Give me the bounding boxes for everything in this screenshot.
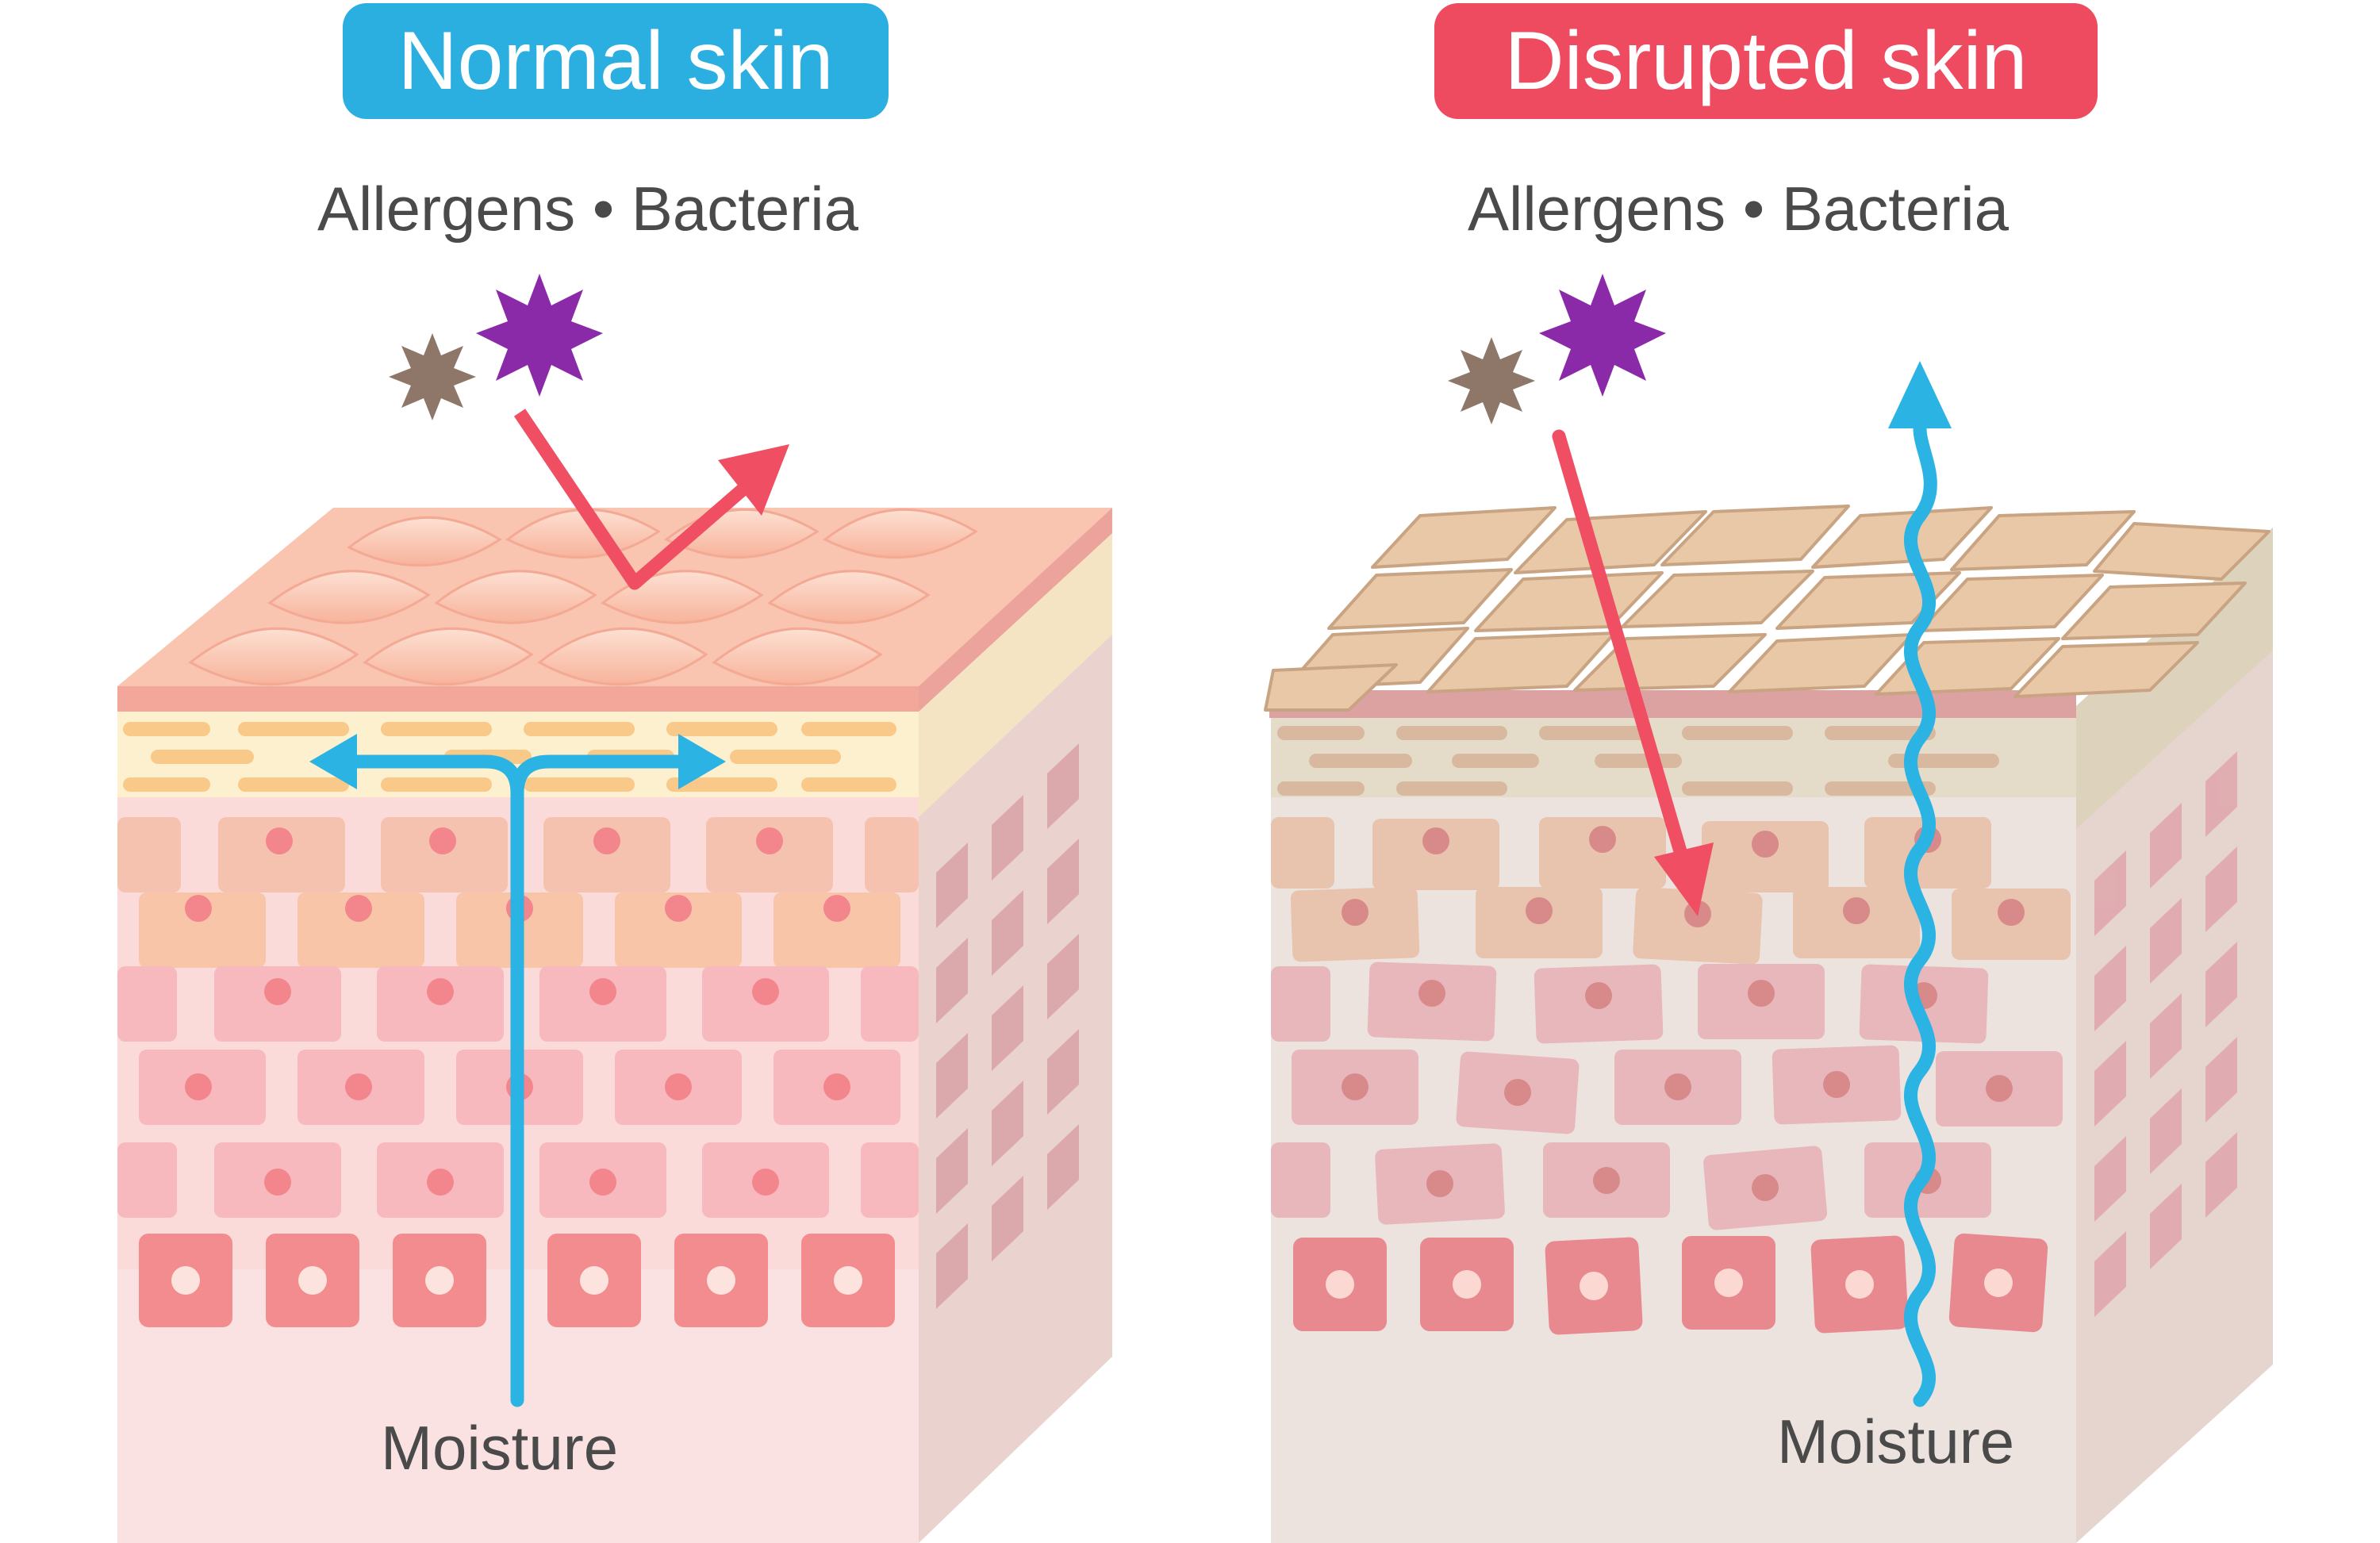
- allergen-particle-icon: [389, 333, 476, 420]
- allergen-penetrate-arrow: [1552, 429, 1714, 916]
- bacteria-icon: [1539, 274, 1666, 397]
- allergen-deflect-arrow: [513, 409, 789, 590]
- moisture-arrowhead-right: [678, 734, 726, 789]
- threats-label: Allergens • Bacteria: [1468, 174, 2009, 244]
- moisture-label: Moisture: [381, 1413, 619, 1483]
- moisture-retained-arrow: [334, 754, 689, 1407]
- bacteria-icon: [476, 274, 603, 397]
- normal-skin-block: [117, 508, 1112, 1543]
- normal-skin-title: Normal skin: [343, 3, 889, 119]
- moisture-label: Moisture: [1777, 1407, 2015, 1476]
- moisture-loss-arrow: [1888, 361, 1952, 1407]
- disrupted-skin-title: Disrupted skin: [1434, 3, 2098, 119]
- allergen-particle-icon: [1448, 337, 1535, 424]
- threats-label: Allergens • Bacteria: [317, 174, 858, 244]
- moisture-arrowhead-left: [309, 734, 357, 789]
- disrupted-skin-block: [1264, 505, 2273, 1543]
